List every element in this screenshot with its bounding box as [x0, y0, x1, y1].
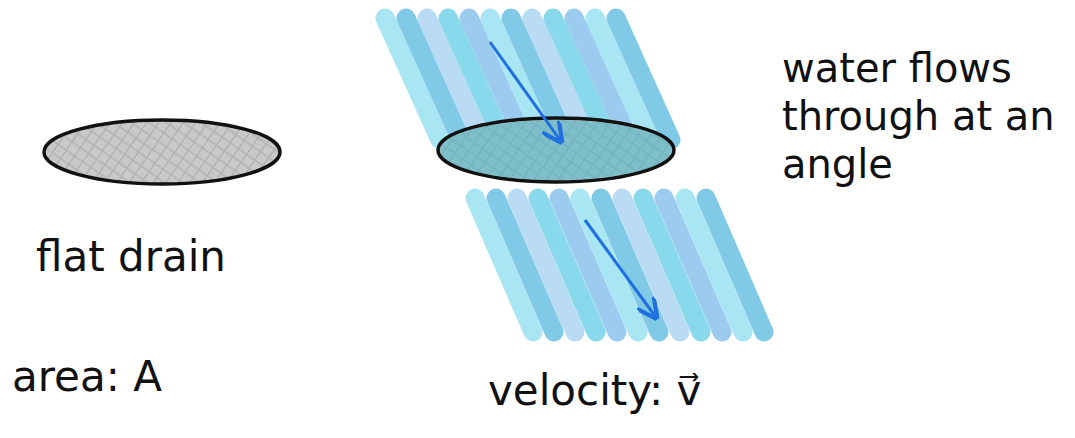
water-overlay — [440, 120, 672, 180]
drain-ellipse — [44, 120, 280, 184]
velocity-arrow — [585, 220, 655, 316]
text-label: water flows through at an angle — [782, 44, 1067, 188]
drain-ellipse — [438, 118, 674, 182]
velocity-arrow — [490, 42, 560, 140]
text-label: flat drain — [36, 232, 226, 282]
water-stroke — [616, 18, 671, 140]
text-label: velocity: v⃗ — [488, 366, 701, 416]
water-band — [475, 198, 764, 332]
water-stroke — [706, 198, 764, 332]
text-label: area: A — [12, 352, 162, 402]
